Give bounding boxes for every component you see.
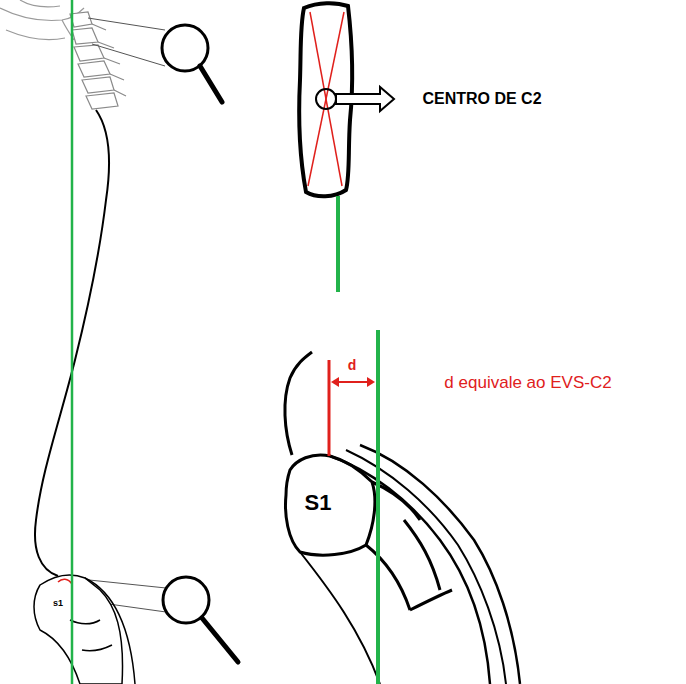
vertebra-label: S1	[305, 491, 332, 515]
pointer-arrow	[336, 87, 394, 111]
plumb-line	[336, 196, 340, 292]
c2-vertebra-zoom	[299, 3, 394, 196]
callout-label: CENTRO DE C2	[422, 90, 541, 108]
dimension-label: d	[348, 358, 357, 373]
magnifier-icon	[162, 25, 222, 102]
magnifier-leader-lines	[70, 18, 166, 612]
plumb-line	[376, 330, 380, 684]
plumb-line	[71, 0, 74, 684]
vertebra-label: s1	[53, 599, 63, 609]
red-mark	[58, 579, 72, 584]
s1-zoom	[285, 352, 520, 684]
dimension-note: d equivale ao EVS-C2	[444, 374, 611, 393]
sacrum-small	[34, 575, 135, 684]
evs-distance-marker	[329, 360, 375, 456]
magnifier-icon	[163, 577, 238, 662]
cervical-vertebrae	[70, 12, 126, 109]
